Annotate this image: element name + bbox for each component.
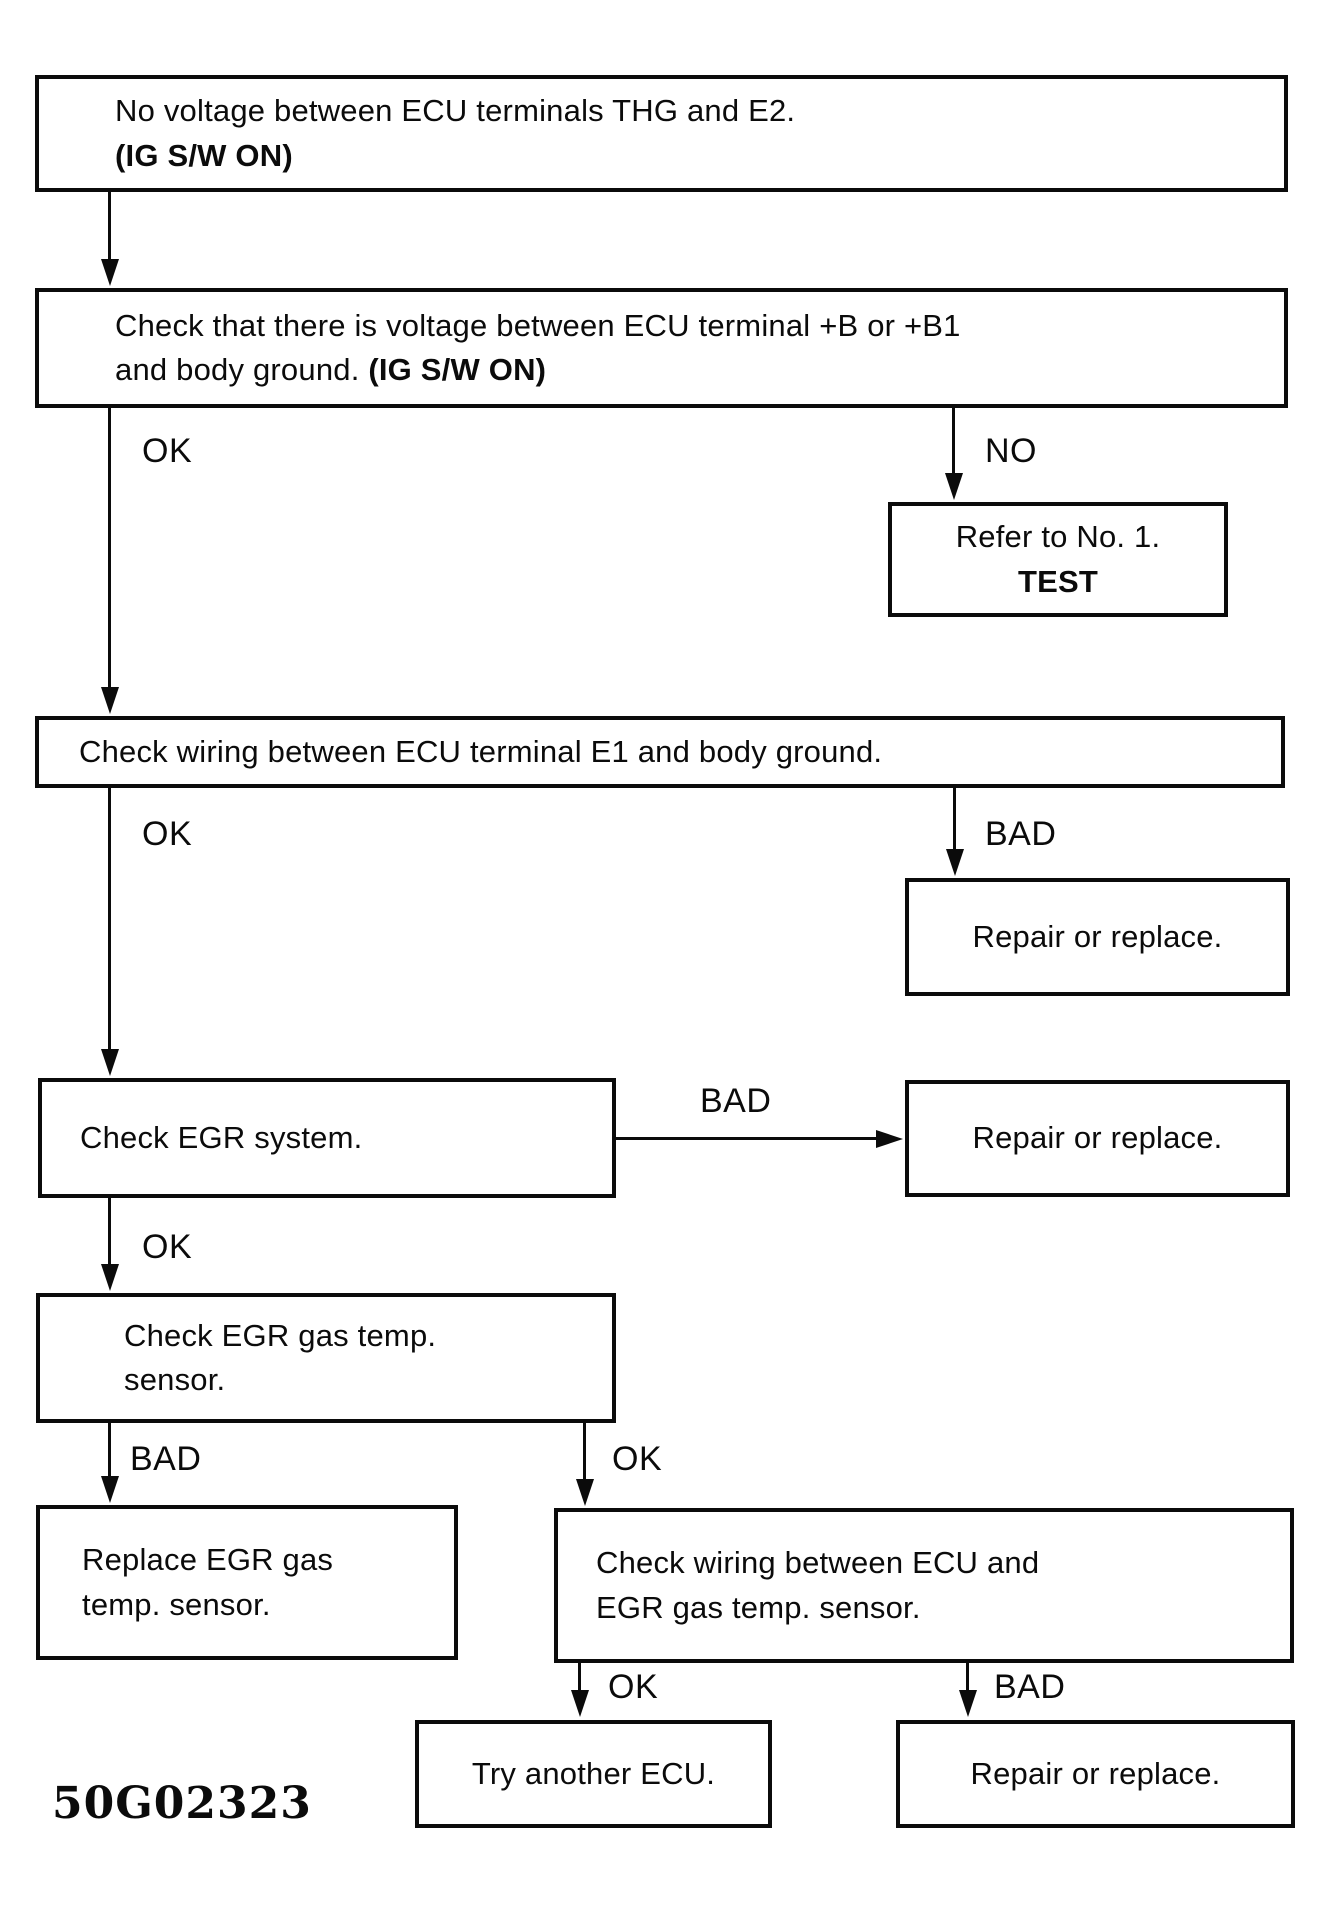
- flow-box-replace-egr-sensor: Replace EGR gas temp. sensor.: [36, 1505, 458, 1660]
- arrowhead-symptom-checkvoltage: [101, 259, 119, 286]
- egr-sensor-line-2: sensor.: [124, 1362, 226, 1397]
- repair-1-line-1: Repair or replace.: [972, 918, 1223, 954]
- connector-egrsystem-egrsensor-line: [108, 1198, 111, 1267]
- arrowhead-egrsensor-wiringegr: [576, 1479, 594, 1506]
- connector-wiringe1-repair1-line: [953, 788, 956, 852]
- edge-label-ok-3: OK: [142, 1228, 193, 1266]
- flow-box-check-egr-system: Check EGR system.: [38, 1078, 616, 1198]
- edge-label-bad-3: BAD: [130, 1440, 202, 1478]
- connector-symptom-checkvoltage-line: [108, 192, 111, 262]
- edge-label-ok-1: OK: [142, 432, 193, 470]
- try-ecu-line-1: Try another ECU.: [471, 1755, 716, 1791]
- arrowhead-wiringegr-repair3: [959, 1690, 977, 1717]
- egr-sensor-line-1: Check EGR gas temp.: [124, 1317, 437, 1353]
- wiring-egr-line-2: EGR gas temp. sensor.: [596, 1589, 921, 1625]
- flow-box-check-wiring-e1: Check wiring between ECU terminal E1 and…: [35, 716, 1285, 788]
- symptom-line-1: No voltage between ECU terminals THG and…: [115, 93, 796, 129]
- arrowhead-wiringe1-repair1: [946, 849, 964, 876]
- flow-box-try-another-ecu: Try another ECU.: [415, 1720, 772, 1828]
- arrowhead-checkvoltage-refer: [945, 473, 963, 500]
- connector-egrsensor-wiringegr-line: [583, 1423, 586, 1482]
- refer-line-2: TEST: [1017, 563, 1099, 599]
- edge-label-ok-5: OK: [608, 1668, 659, 1706]
- connector-checkvoltage-wiringe1-line: [108, 408, 111, 694]
- arrowhead-egrsystem-egrsensor: [101, 1264, 119, 1291]
- egr-system-line-1: Check EGR system.: [80, 1119, 363, 1155]
- edge-label-bad-4: BAD: [994, 1668, 1066, 1706]
- flow-box-check-egr-sensor: Check EGR gas temp. sensor.: [36, 1293, 616, 1423]
- flow-box-repair-replace-2: Repair or replace.: [905, 1080, 1290, 1197]
- arrowhead-egrsystem-repair2: [876, 1130, 903, 1148]
- edge-label-ok-4: OK: [612, 1440, 663, 1478]
- arrowhead-checkvoltage-wiringe1: [101, 687, 119, 714]
- edge-label-no: NO: [985, 432, 1037, 470]
- connector-egrsystem-repair2-line: [616, 1137, 879, 1140]
- arrowhead-wiringe1-egrsystem: [101, 1049, 119, 1076]
- flow-box-repair-replace-1: Repair or replace.: [905, 878, 1290, 996]
- edge-label-bad-1: BAD: [985, 815, 1057, 853]
- edge-label-ok-2: OK: [142, 815, 193, 853]
- flow-box-check-wiring-egr: Check wiring between ECU and EGR gas tem…: [554, 1508, 1294, 1663]
- check-voltage-line-2: and body ground. (IG S/W ON): [115, 348, 1284, 392]
- repair-3-line-1: Repair or replace.: [970, 1755, 1221, 1791]
- connector-egrsensor-replacesensor-line: [108, 1423, 111, 1479]
- arrowhead-egrsensor-replacesensor: [101, 1476, 119, 1503]
- flow-box-symptom: No voltage between ECU terminals THG and…: [35, 75, 1288, 192]
- arrowhead-wiringegr-tryecu: [571, 1690, 589, 1717]
- edge-label-bad-2: BAD: [700, 1082, 772, 1120]
- flow-box-check-voltage: Check that there is voltage between ECU …: [35, 288, 1288, 408]
- connector-wiringe1-egrsystem-line: [108, 788, 111, 1052]
- symptom-line-2: (IG S/W ON): [115, 137, 293, 173]
- flow-box-refer-test: Refer to No. 1. TEST: [888, 502, 1228, 617]
- connector-checkvoltage-refer-line: [952, 408, 955, 476]
- check-voltage-line-2-bold: (IG S/W ON): [368, 352, 547, 387]
- check-voltage-line-2-text: and body ground.: [115, 352, 369, 387]
- flow-box-repair-replace-3: Repair or replace.: [896, 1720, 1295, 1828]
- wiring-e1-line-1: Check wiring between ECU terminal E1 and…: [79, 733, 883, 769]
- figure-code: 50G02323: [52, 1778, 312, 1829]
- replace-sensor-line-1: Replace EGR gas: [82, 1542, 334, 1578]
- connector-wiringegr-tryecu-line: [578, 1663, 581, 1693]
- connector-wiringegr-repair3-line: [966, 1663, 969, 1693]
- wiring-egr-line-1: Check wiring between ECU and: [596, 1545, 1040, 1581]
- replace-sensor-line-2: temp. sensor.: [82, 1586, 271, 1622]
- check-voltage-line-1: Check that there is voltage between ECU …: [115, 307, 961, 343]
- refer-line-1: Refer to No. 1.: [955, 519, 1161, 555]
- repair-2-line-1: Repair or replace.: [972, 1120, 1223, 1156]
